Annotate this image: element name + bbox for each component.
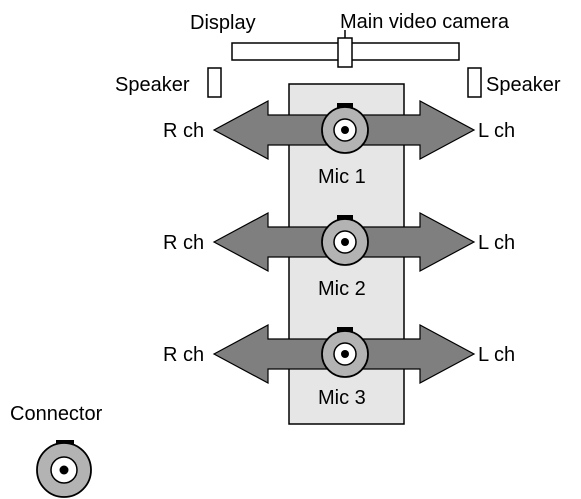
mic-3-center-dot bbox=[341, 350, 349, 358]
speaker-left bbox=[207, 67, 222, 98]
speaker-left-label: Speaker bbox=[115, 74, 190, 96]
mic-1-top-tab bbox=[337, 103, 353, 109]
mic-2-label: Mic 2 bbox=[318, 278, 366, 300]
mic-2-rch-label: R ch bbox=[163, 232, 204, 254]
connector-legend: Connector bbox=[10, 403, 103, 498]
mic-2-center-dot bbox=[341, 238, 349, 246]
main-camera-label: Main video camera bbox=[340, 11, 510, 33]
main-camera bbox=[337, 37, 353, 68]
mic-3-label: Mic 3 bbox=[318, 387, 366, 409]
display-label: Display bbox=[190, 12, 256, 34]
mic-2-group: Mic 2 R ch L ch bbox=[163, 211, 515, 300]
mic-3-group: Mic 3 R ch L ch bbox=[163, 323, 515, 409]
mic-3-lch-label: L ch bbox=[478, 344, 515, 366]
mic-3-rch-label: R ch bbox=[163, 344, 204, 366]
mic-1-lch-label: L ch bbox=[478, 120, 515, 142]
connector-center-dot bbox=[59, 465, 69, 475]
connector-label: Connector bbox=[10, 403, 103, 425]
mic-1-label: Mic 1 bbox=[318, 166, 366, 188]
mic-1-rch-label: R ch bbox=[163, 120, 204, 142]
speaker-right bbox=[467, 67, 482, 98]
mic-2-lch-label: L ch bbox=[478, 232, 515, 254]
mic-2-top-tab bbox=[337, 215, 353, 221]
speaker-right-label: Speaker bbox=[486, 74, 561, 96]
mic-1-group: Mic 1 R ch L ch bbox=[163, 99, 515, 188]
mic-3-top-tab bbox=[337, 327, 353, 333]
mic-1-center-dot bbox=[341, 126, 349, 134]
